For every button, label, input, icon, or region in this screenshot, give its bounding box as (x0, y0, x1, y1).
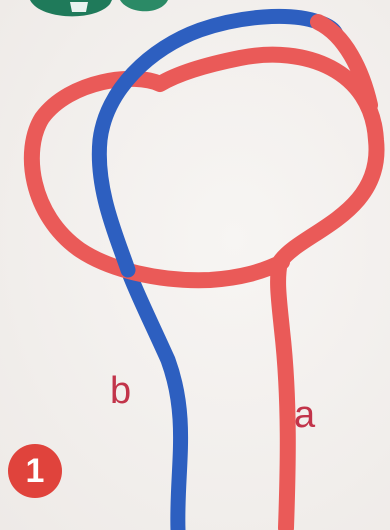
red-cord (32, 55, 377, 528)
step-number: 1 (26, 452, 45, 491)
blue-cord-lower (128, 270, 181, 530)
label-b: b (110, 372, 131, 410)
label-a: a (294, 396, 315, 434)
step-number-badge: 1 (8, 444, 62, 498)
